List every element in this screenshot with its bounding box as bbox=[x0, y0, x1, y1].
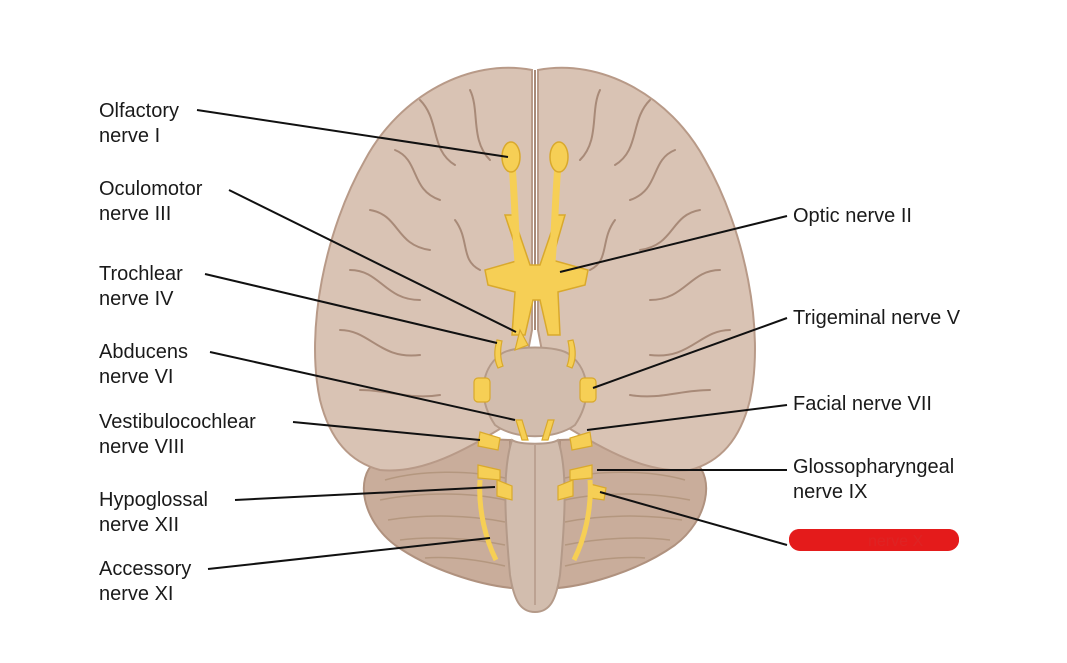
leader-accessory bbox=[207, 537, 491, 570]
olfactory-bulb-right bbox=[549, 141, 569, 173]
olfactory-tract-right bbox=[548, 161, 562, 266]
label-olfactory: Olfactory nerve I bbox=[99, 99, 179, 149]
label-vagus-fragment: nerve X bbox=[868, 533, 923, 551]
abducens-root-left bbox=[515, 419, 529, 441]
leader-vestibulocochlear bbox=[292, 421, 481, 441]
facial-root-left bbox=[477, 431, 501, 451]
label-hypoglossal: Hypoglossal nerve XII bbox=[99, 488, 208, 538]
leader-oculomotor bbox=[228, 189, 517, 333]
label-vagus-fragment-text: nerve X bbox=[868, 533, 924, 550]
abducens-root-right bbox=[541, 419, 555, 441]
leader-lines bbox=[196, 109, 788, 570]
leader-vagus bbox=[599, 491, 788, 546]
leader-optic bbox=[559, 215, 788, 273]
trigeminal-root-left bbox=[473, 377, 491, 403]
label-olfactory-line2: nerve I bbox=[99, 125, 161, 147]
label-olfactory-line1: Olfactory bbox=[99, 100, 180, 122]
leader-olfactory bbox=[196, 109, 509, 158]
label-vestibulocochlear: Vestibulocochlear nerve VIII bbox=[99, 410, 256, 460]
olfactory-tract-left bbox=[508, 161, 522, 266]
glossopharyngeal-root-left bbox=[477, 464, 501, 481]
left-hemisphere bbox=[314, 66, 533, 472]
label-vestibulocochlear-line2: nerve VIII bbox=[99, 436, 185, 458]
label-trochlear: Trochlear nerve IV bbox=[99, 262, 183, 312]
label-facial-line1: Facial nerve VII bbox=[793, 393, 932, 415]
optic-chiasm bbox=[484, 214, 589, 336]
label-abducens: Abducens nerve VI bbox=[99, 340, 188, 390]
oculomotor-root bbox=[514, 328, 529, 351]
facial-root-right bbox=[569, 431, 593, 451]
leader-trigeminal bbox=[592, 317, 788, 389]
label-facial: Facial nerve VII bbox=[793, 392, 932, 417]
label-trigeminal-line1: Trigeminal nerve V bbox=[793, 307, 961, 329]
label-abducens-line2: nerve VI bbox=[99, 366, 174, 388]
label-accessory-line2: nerve XI bbox=[99, 583, 174, 605]
label-optic: Optic nerve II bbox=[793, 204, 912, 229]
label-glossopharyngeal: Glossopharyngeal nerve IX bbox=[793, 455, 954, 505]
leader-trochlear bbox=[204, 273, 498, 344]
label-trochlear-line2: nerve IV bbox=[99, 288, 174, 310]
hypoglossal-root-right bbox=[557, 479, 574, 501]
label-hypoglossal-line1: Hypoglossal bbox=[99, 489, 208, 511]
label-accessory: Accessory nerve XI bbox=[99, 557, 191, 607]
label-oculomotor: Oculomotor nerve III bbox=[99, 177, 202, 227]
trigeminal-root-right bbox=[579, 377, 597, 403]
right-hemisphere bbox=[537, 66, 756, 472]
label-abducens-line1: Abducens bbox=[99, 341, 188, 363]
label-trochlear-line1: Trochlear bbox=[99, 263, 183, 285]
trochlear-root-left bbox=[494, 339, 504, 369]
hypoglossal-root-left bbox=[496, 479, 513, 501]
nerve-roots bbox=[473, 328, 607, 501]
label-glossopharyngeal-line2: nerve IX bbox=[793, 481, 868, 503]
label-accessory-line1: Accessory bbox=[99, 558, 192, 580]
leader-hypoglossal bbox=[234, 486, 496, 501]
label-trigeminal: Trigeminal nerve V bbox=[793, 306, 960, 331]
leader-abducens bbox=[209, 351, 516, 421]
accessory-nerve-right bbox=[571, 479, 593, 562]
label-oculomotor-line2: nerve III bbox=[99, 203, 172, 225]
label-glossopharyngeal-line1: Glossopharyngeal bbox=[793, 456, 955, 478]
accessory-nerve-left bbox=[477, 479, 499, 562]
label-vestibulocochlear-line1: Vestibulocochlear bbox=[99, 411, 256, 433]
glossopharyngeal-root-right bbox=[569, 464, 593, 481]
label-hypoglossal-line2: nerve XII bbox=[99, 514, 180, 536]
label-optic-line1: Optic nerve II bbox=[793, 205, 912, 227]
leader-facial bbox=[586, 404, 788, 431]
trochlear-root-right bbox=[566, 339, 576, 369]
label-oculomotor-line1: Oculomotor bbox=[99, 178, 203, 200]
gyri bbox=[339, 89, 731, 398]
